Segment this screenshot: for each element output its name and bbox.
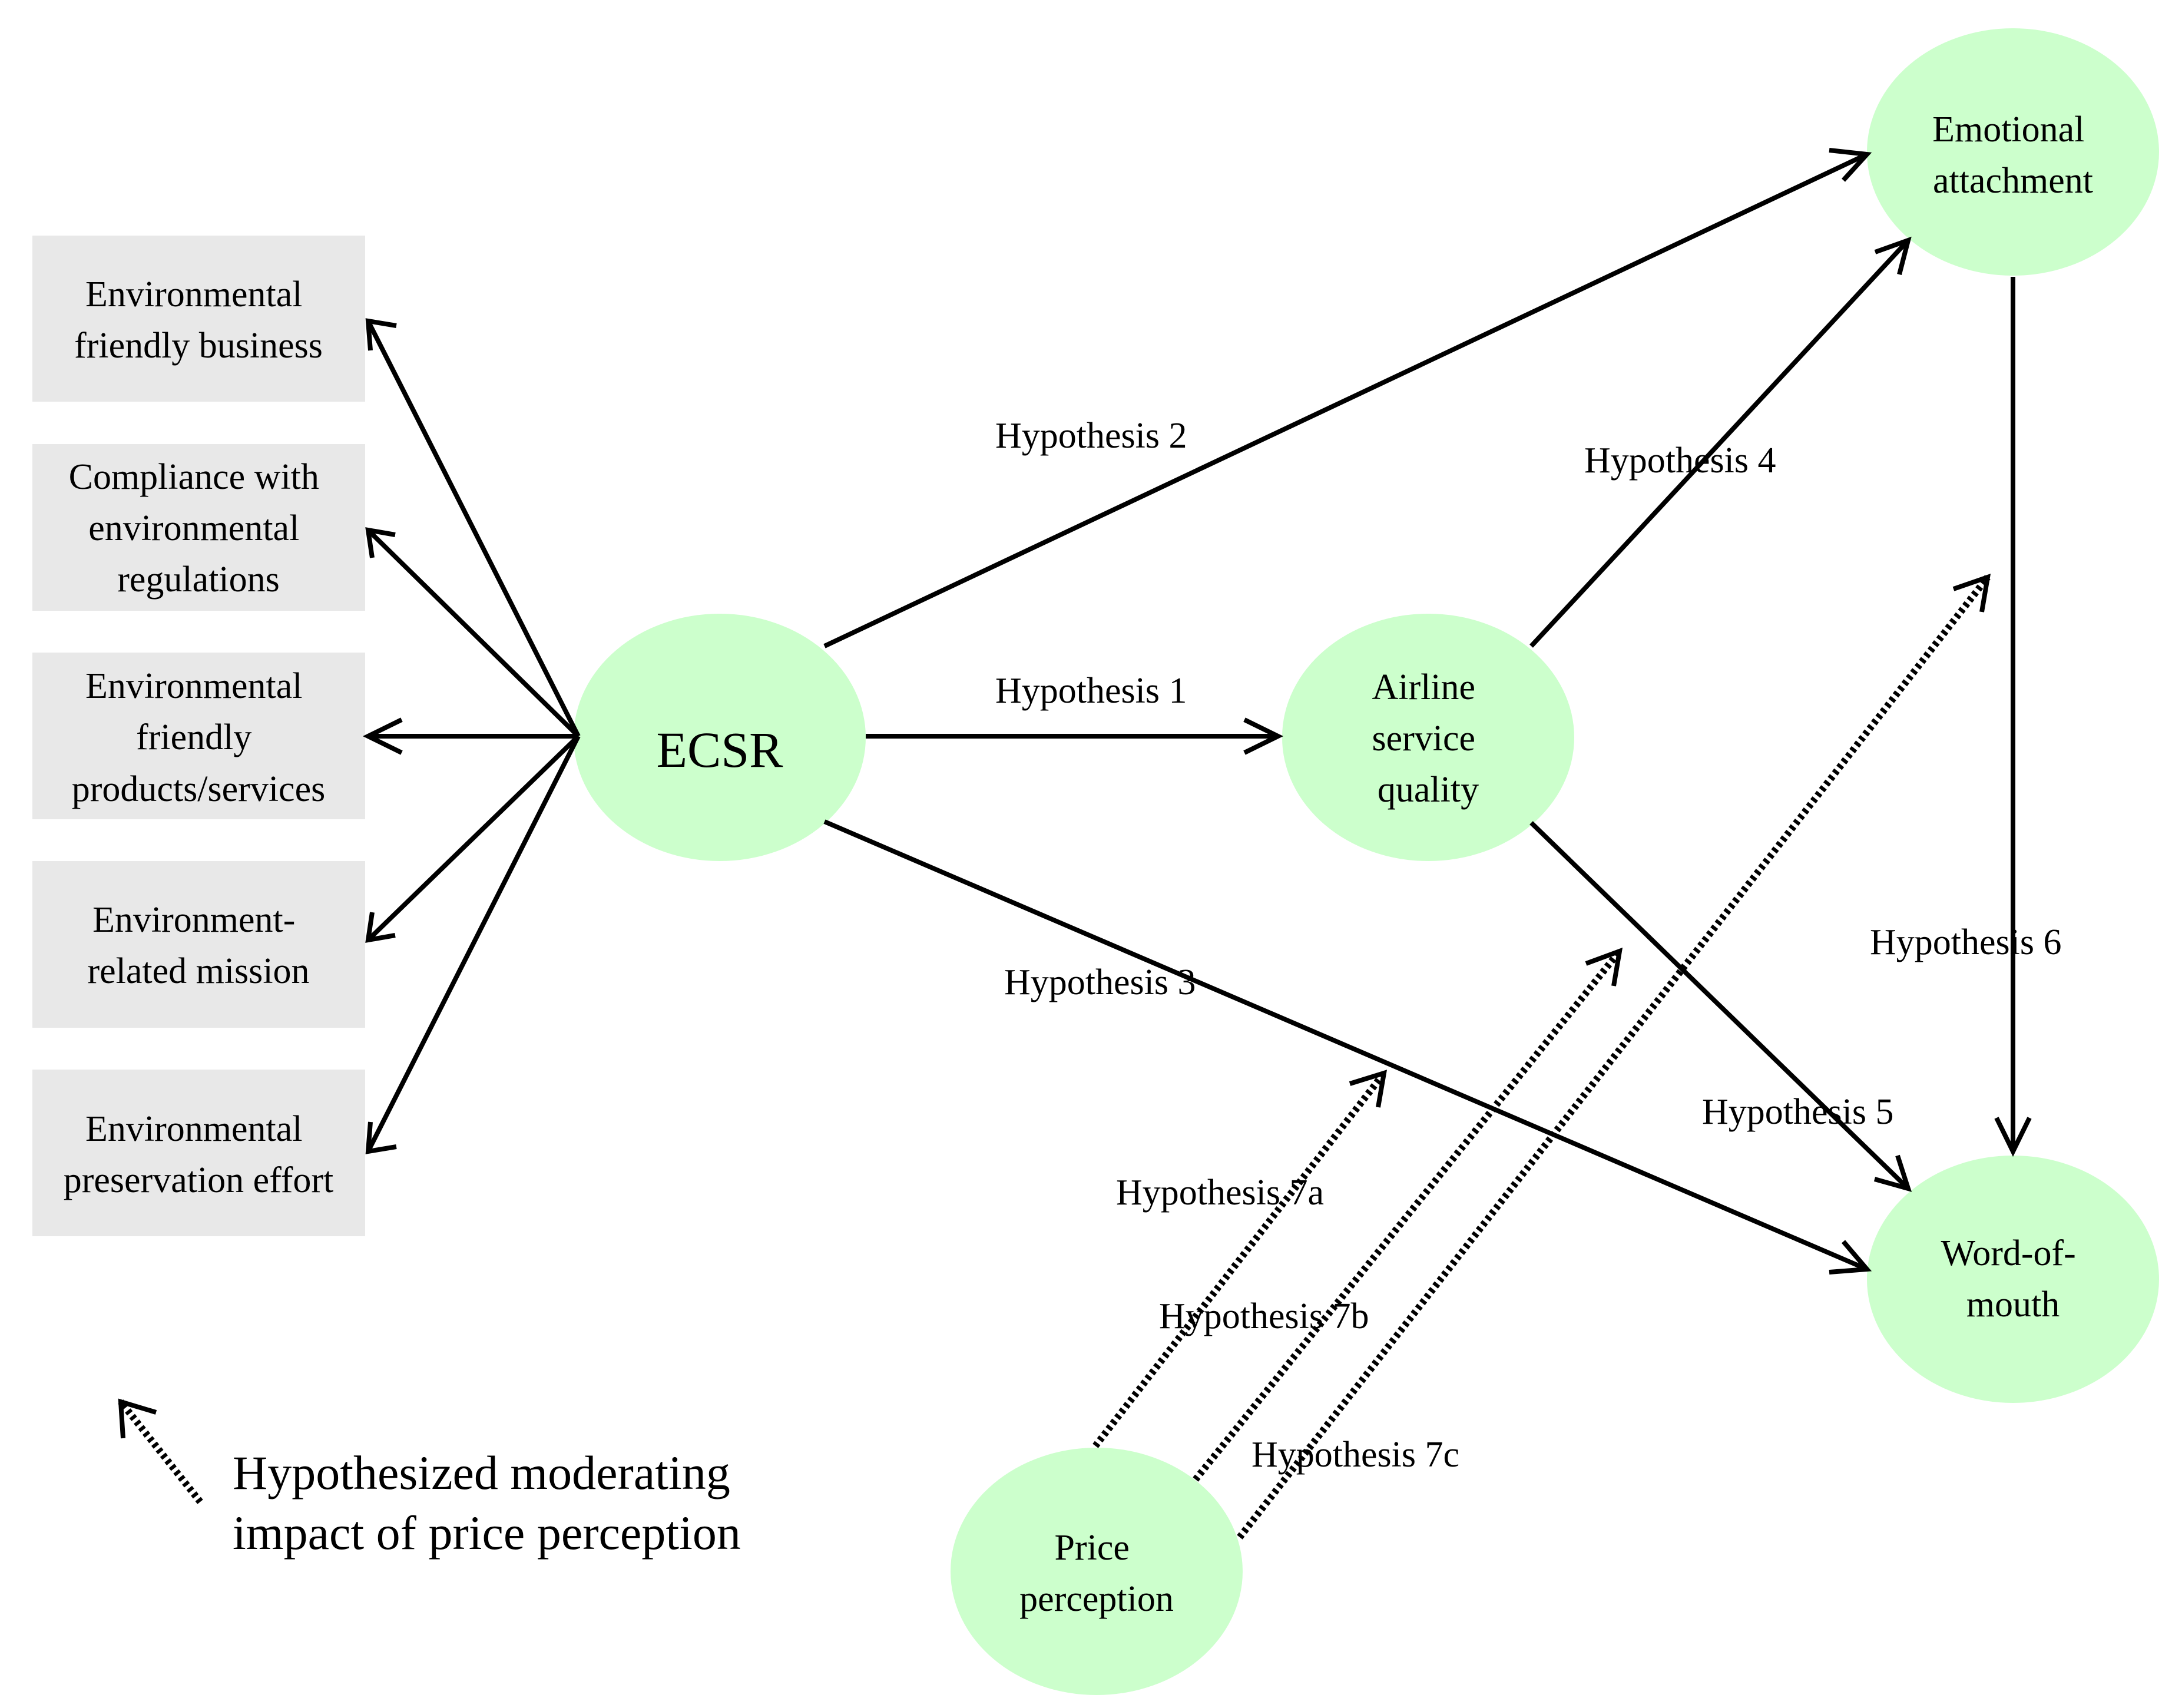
- arrowhead-icon: [1874, 236, 1912, 276]
- construct-label: ECSR: [656, 721, 783, 778]
- construct-ellipse: [1282, 614, 1574, 861]
- dimension-label: Environmental friendly business: [74, 274, 323, 366]
- dimension-label: Environmental preservation effort: [64, 1109, 334, 1200]
- legend-dotted-arrow: [118, 1399, 203, 1504]
- arrow-h3: [823, 819, 1872, 1275]
- dimension-box-bg: [32, 1070, 365, 1236]
- arrow-line: [1529, 821, 1910, 1190]
- dimension-box-friendly-products-services: Environmental friendly products/services: [32, 653, 365, 819]
- arrowhead-icon: [365, 912, 396, 943]
- arrow-h2: [823, 148, 1872, 648]
- arrow-ecsr-to-dimension-5: [366, 735, 581, 1153]
- dimension-label: Environmental friendly products/services: [72, 666, 325, 809]
- dimension-label: Compliance with environmental regulation…: [69, 457, 329, 600]
- arrow-line: [823, 152, 1868, 648]
- construct-ellipse: [574, 614, 866, 861]
- construct-ellipse: [1867, 28, 2159, 276]
- arrow-h7b: [1193, 947, 1623, 1482]
- label-hypothesis-2: Hypothesis 2: [995, 416, 1187, 456]
- arrowhead-icon: [118, 1398, 157, 1439]
- arrowhead-icon: [1952, 574, 1991, 613]
- dimension-box-bg: [32, 861, 365, 1028]
- arrow-ecsr-to-dimension-2: [366, 528, 580, 738]
- arrow-line: [823, 819, 1868, 1272]
- construct-emotional-attachment: Emotional attachment: [1867, 28, 2159, 276]
- arrowhead-icon: [1829, 1240, 1872, 1275]
- label-hypothesis-7b: Hypothesis 7b: [1159, 1296, 1369, 1336]
- arrow-ecsr-to-dimension-1: [366, 320, 581, 737]
- construct-label: Airline service quality: [1372, 667, 1484, 810]
- label-hypothesis-7c: Hypothesis 7c: [1251, 1435, 1459, 1475]
- label-hypothesis-5: Hypothesis 5: [1702, 1092, 1894, 1132]
- arrow-h7a: [1092, 1070, 1388, 1448]
- arrow-line: [1237, 575, 1991, 1540]
- arrowhead-icon: [1873, 1154, 1912, 1192]
- construct-ecsr: ECSR: [574, 614, 866, 861]
- label-hypothesis-7a: Hypothesis 7a: [1116, 1173, 1324, 1213]
- arrowhead-icon: [1994, 1117, 2032, 1157]
- legend-label: Hypothesized moderating impact of price …: [233, 1446, 742, 1560]
- arrow-h4: [1529, 236, 1912, 648]
- arrow-ecsr-to-dimension-4: [366, 734, 580, 942]
- arrow-h1: [866, 717, 1284, 755]
- dimension-box-bg: [32, 236, 365, 402]
- label-hypothesis-6: Hypothesis 6: [1870, 922, 2062, 962]
- label-hypothesis-1: Hypothesis 1: [995, 671, 1187, 711]
- dimension-label: Environment- related mission: [87, 900, 309, 991]
- arrowhead-icon: [362, 717, 403, 755]
- construct-airline-service-quality: Airline service quality: [1282, 614, 1574, 861]
- arrowhead-icon: [1243, 717, 1284, 755]
- arrow-h5: [1529, 821, 1912, 1192]
- legend: Hypothesized moderating impact of price …: [118, 1398, 742, 1560]
- construct-price-perception: Price perception: [951, 1448, 1243, 1695]
- dimension-box-bg: [32, 653, 365, 819]
- label-hypothesis-4: Hypothesis 4: [1584, 441, 1776, 481]
- construct-word-of-mouth: Word-of- mouth: [1867, 1156, 2159, 1403]
- label-hypothesis-3: Hypothesis 3: [1004, 962, 1196, 1002]
- construct-label: Word-of- mouth: [1941, 1233, 2085, 1325]
- dimension-box-compliance-regulations: Compliance with environmental regulation…: [32, 444, 365, 611]
- dimension-box-bg: [32, 444, 365, 611]
- arrow-h6: [1994, 277, 2032, 1157]
- arrowhead-icon: [1585, 947, 1623, 987]
- dimension-box-environmental-friendly-business: Environmental friendly business: [32, 236, 365, 402]
- arrow-h7c: [1237, 574, 1991, 1540]
- dimension-box-preservation-effort: Environmental preservation effort: [32, 1070, 365, 1236]
- arrow-line: [1529, 239, 1910, 648]
- arrowhead-icon: [365, 1121, 397, 1154]
- construct-ellipse: [1867, 1156, 2159, 1403]
- arrowhead-icon: [365, 318, 397, 351]
- construct-label: Emotional attachment: [1932, 110, 2094, 201]
- arrow-line: [1092, 1071, 1387, 1448]
- ecsr-dimension-arrows: [362, 318, 581, 1154]
- arrowhead-icon: [1829, 148, 1872, 182]
- arrow-line: [1193, 949, 1623, 1482]
- construct-label: Price perception: [1019, 1528, 1174, 1619]
- arrowhead-icon: [365, 527, 396, 558]
- arrowhead-icon: [1349, 1070, 1388, 1108]
- construct-ellipse: [951, 1448, 1243, 1695]
- dimension-box-environment-related-mission: Environment- related mission: [32, 861, 365, 1028]
